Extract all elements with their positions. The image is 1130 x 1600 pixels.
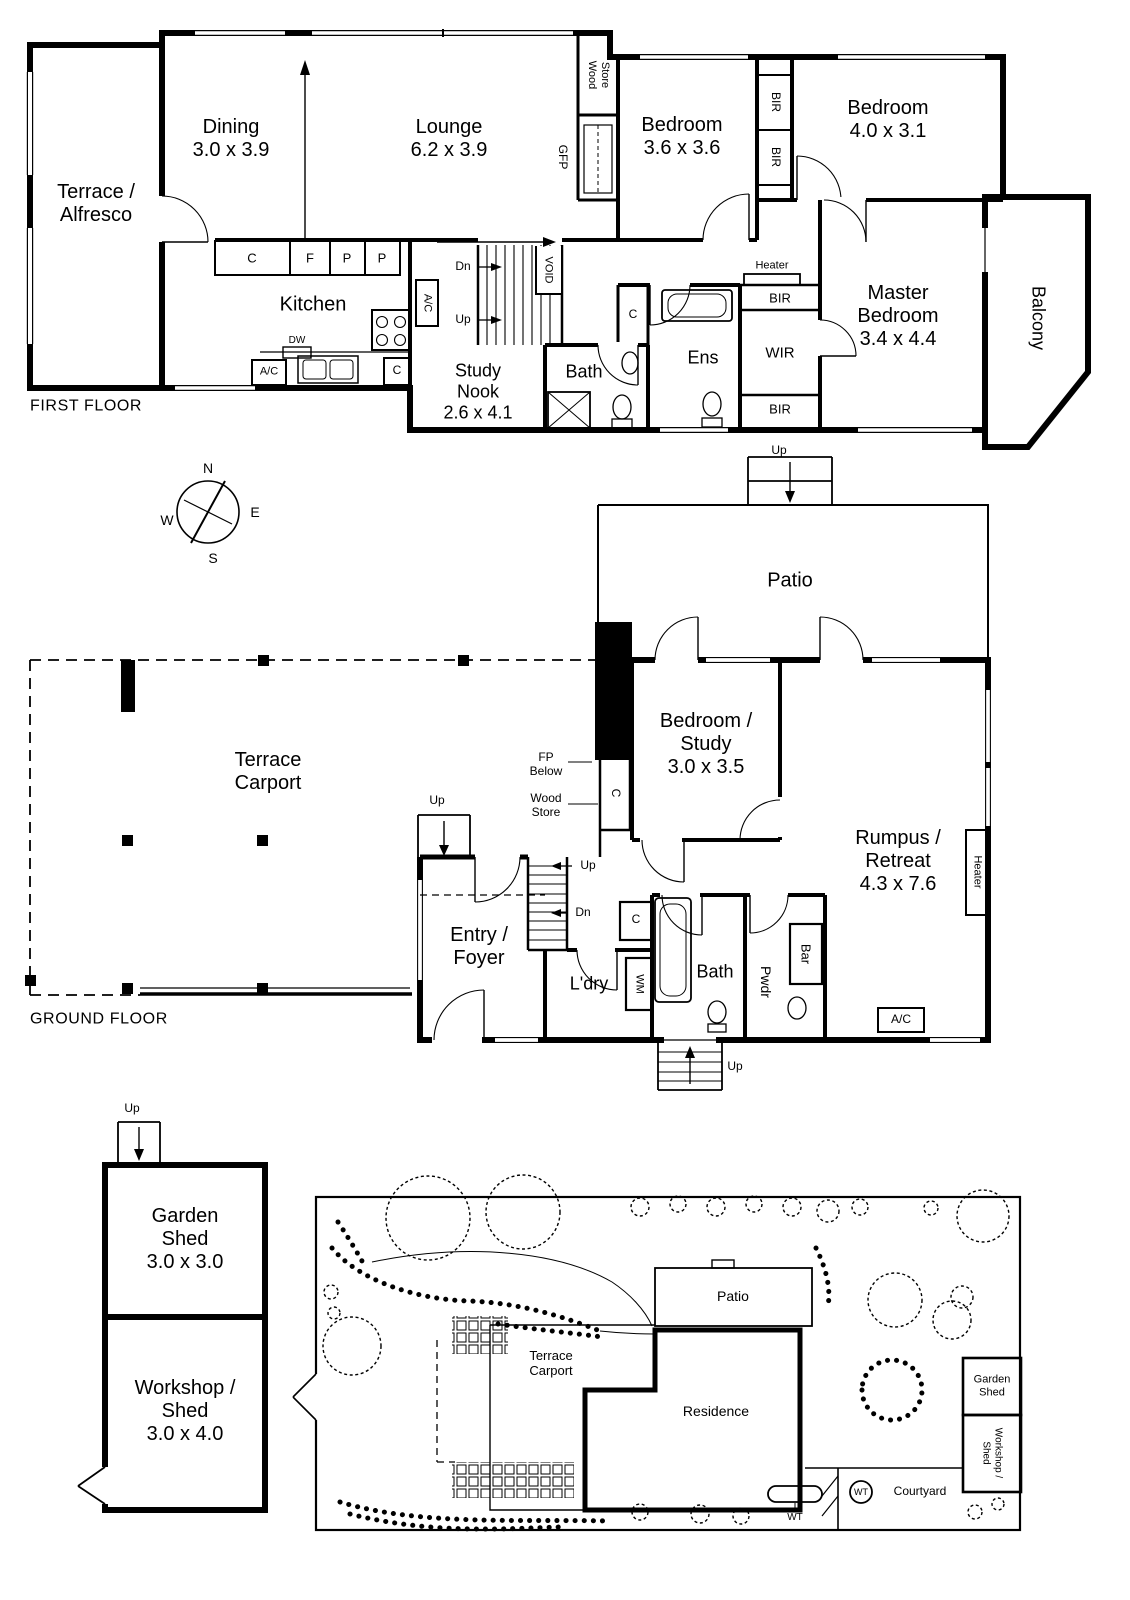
label-cupboard-chimney: C (608, 788, 623, 798)
room-label-balcony: Balcony (1028, 285, 1049, 351)
section-title-first-floor: FIRST FLOOR (30, 397, 143, 415)
site-label-wt-circle: WT (854, 1486, 868, 1497)
outbuildings-linework (77, 1121, 268, 1513)
room-label-terrace-carport: Terrace Carport (234, 748, 302, 794)
label-stairs-up: Up (455, 312, 471, 327)
compass-west: W (160, 511, 174, 528)
site-label-residence: Residence (682, 1402, 750, 1419)
label-wood-store: Wood Store (530, 791, 562, 819)
label-store-wood: Store Wood (586, 60, 611, 90)
label-stairs-dn: Dn (455, 259, 471, 274)
room-label-bedroom-2: Bedroom 4.0 x 3.1 (847, 96, 929, 142)
label-up-shed: Up (124, 1101, 140, 1116)
label-ac-gf: A/C (890, 1012, 912, 1027)
site-label-terrace-carport: Terrace Carport (529, 1347, 573, 1378)
room-label-ens: Ens (687, 347, 719, 368)
label-up-patio: Up (771, 443, 787, 458)
label-wir: WIR (765, 344, 795, 362)
site-label-patio: Patio (717, 1287, 749, 1304)
room-label-entry-foyer: Entry / Foyer (450, 923, 508, 969)
room-label-bath-ff: Bath (565, 361, 603, 382)
label-bir-master-top: BIR (769, 290, 791, 306)
compass-linework (176, 480, 240, 544)
label-bir-master-bottom: BIR (769, 401, 791, 417)
label-bir-2: BIR (768, 146, 783, 168)
label-up-porch: Up (727, 1059, 743, 1074)
room-label-bedroom-study: Bedroom / Study 3.0 x 3.5 (659, 710, 753, 779)
label-pantry-p1: P (342, 250, 352, 266)
room-label-workshop-shed: Workshop / Shed 3.0 x 4.0 (134, 1377, 236, 1446)
label-gfp: GFP (555, 144, 570, 170)
label-fp-below: FP Below (529, 750, 563, 778)
section-title-ground-floor: GROUND FLOOR (30, 1010, 168, 1028)
label-cupboard-hall: C (631, 912, 641, 927)
site-label-courtyard: Courtyard (893, 1484, 947, 1499)
label-dishwasher: DW (288, 335, 306, 347)
first-floor-linework (26, 29, 1091, 450)
label-cupboard-c: C (247, 250, 257, 266)
room-label-master-bedroom: Master Bedroom 3.4 x 4.4 (857, 282, 939, 351)
room-label-garden-shed: Garden Shed 3.0 x 3.0 (146, 1205, 224, 1274)
room-label-lounge: Lounge 6.2 x 3.9 (410, 115, 488, 161)
room-label-bath-gf: Bath (696, 961, 734, 982)
label-up-entry: Up (429, 793, 445, 808)
compass-south: S (208, 549, 218, 566)
label-heater-ff: Heater (755, 259, 789, 272)
label-wm: WM (633, 974, 646, 994)
room-label-study-nook: Study Nook 2.6 x 4.1 (443, 360, 513, 423)
room-label-bedroom-1: Bedroom 3.6 x 3.6 (641, 113, 723, 159)
label-bar: Bar (798, 943, 814, 965)
compass-east: E (250, 503, 260, 520)
site-plan-linework (292, 1174, 1023, 1532)
room-label-laundry: L'dry (569, 973, 609, 994)
room-label-powder: Pwdr (758, 966, 775, 998)
room-label-terrace-alfresco: Terrace / Alfresco (57, 180, 135, 226)
label-pantry-p2: P (377, 250, 387, 266)
label-heater-gf: Heater (971, 855, 984, 889)
room-label-patio: Patio (767, 569, 813, 592)
site-label-garden-shed: Garden Shed (973, 1373, 1011, 1398)
room-label-rumpus-retreat: Rumpus / Retreat 4.3 x 7.6 (855, 827, 941, 896)
label-cupboard-small: C (392, 363, 402, 378)
label-fridge-f: F (306, 250, 314, 266)
label-ac-kitchen: A/C (259, 365, 279, 378)
label-void: VOID (542, 256, 555, 284)
label-up-stairs-gf: Up (580, 858, 596, 873)
compass-north: N (202, 459, 214, 476)
ground-floor-linework (25, 456, 992, 1091)
label-ac-wall: A/C (421, 293, 434, 313)
site-label-workshop-shed: Workshop / Shed (981, 1427, 1004, 1479)
label-bir-1: BIR (768, 91, 783, 113)
label-cupboard-ens: C (628, 307, 638, 322)
room-label-kitchen: Kitchen (279, 293, 347, 316)
room-label-dining: Dining 3.0 x 3.9 (192, 115, 270, 161)
label-dn-stairs-gf: Dn (575, 905, 591, 920)
site-label-wt: WT (787, 1512, 803, 1524)
